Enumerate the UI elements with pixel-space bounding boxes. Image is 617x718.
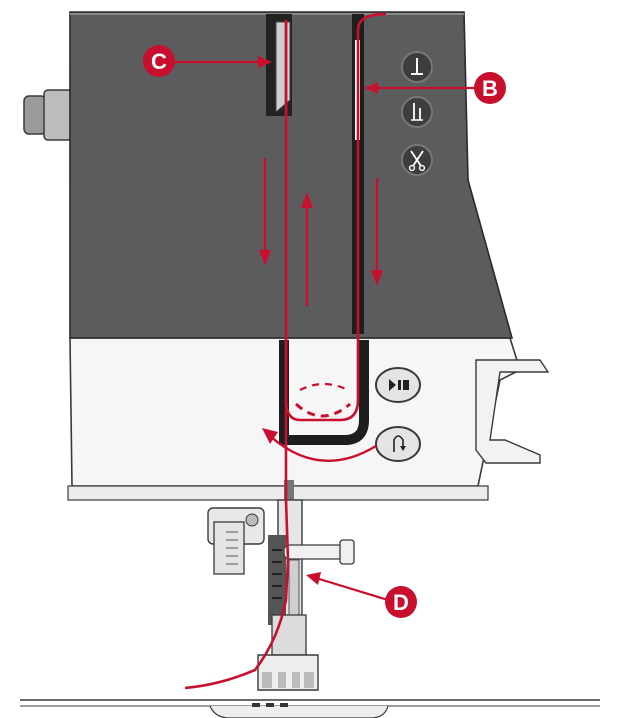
side-lever — [476, 360, 548, 463]
machine-base-strip — [68, 486, 488, 500]
callout-c-label: C — [151, 49, 167, 74]
needle-clamp — [208, 508, 264, 574]
needle-up-down-button[interactable] — [402, 52, 432, 82]
start-stop-button[interactable] — [376, 368, 420, 402]
machine-lower-body — [70, 338, 520, 486]
thread-cutter-button[interactable] — [402, 145, 432, 175]
callout-b-label: B — [482, 76, 498, 101]
callout-d: D — [306, 572, 417, 618]
needle-bar-assembly — [268, 480, 354, 625]
reverse-button[interactable] — [376, 427, 420, 461]
needle-plate — [20, 700, 600, 718]
callout-d-label: D — [393, 590, 409, 615]
presser-foot-button[interactable] — [402, 97, 432, 127]
thread-takeup-slot — [266, 14, 292, 116]
